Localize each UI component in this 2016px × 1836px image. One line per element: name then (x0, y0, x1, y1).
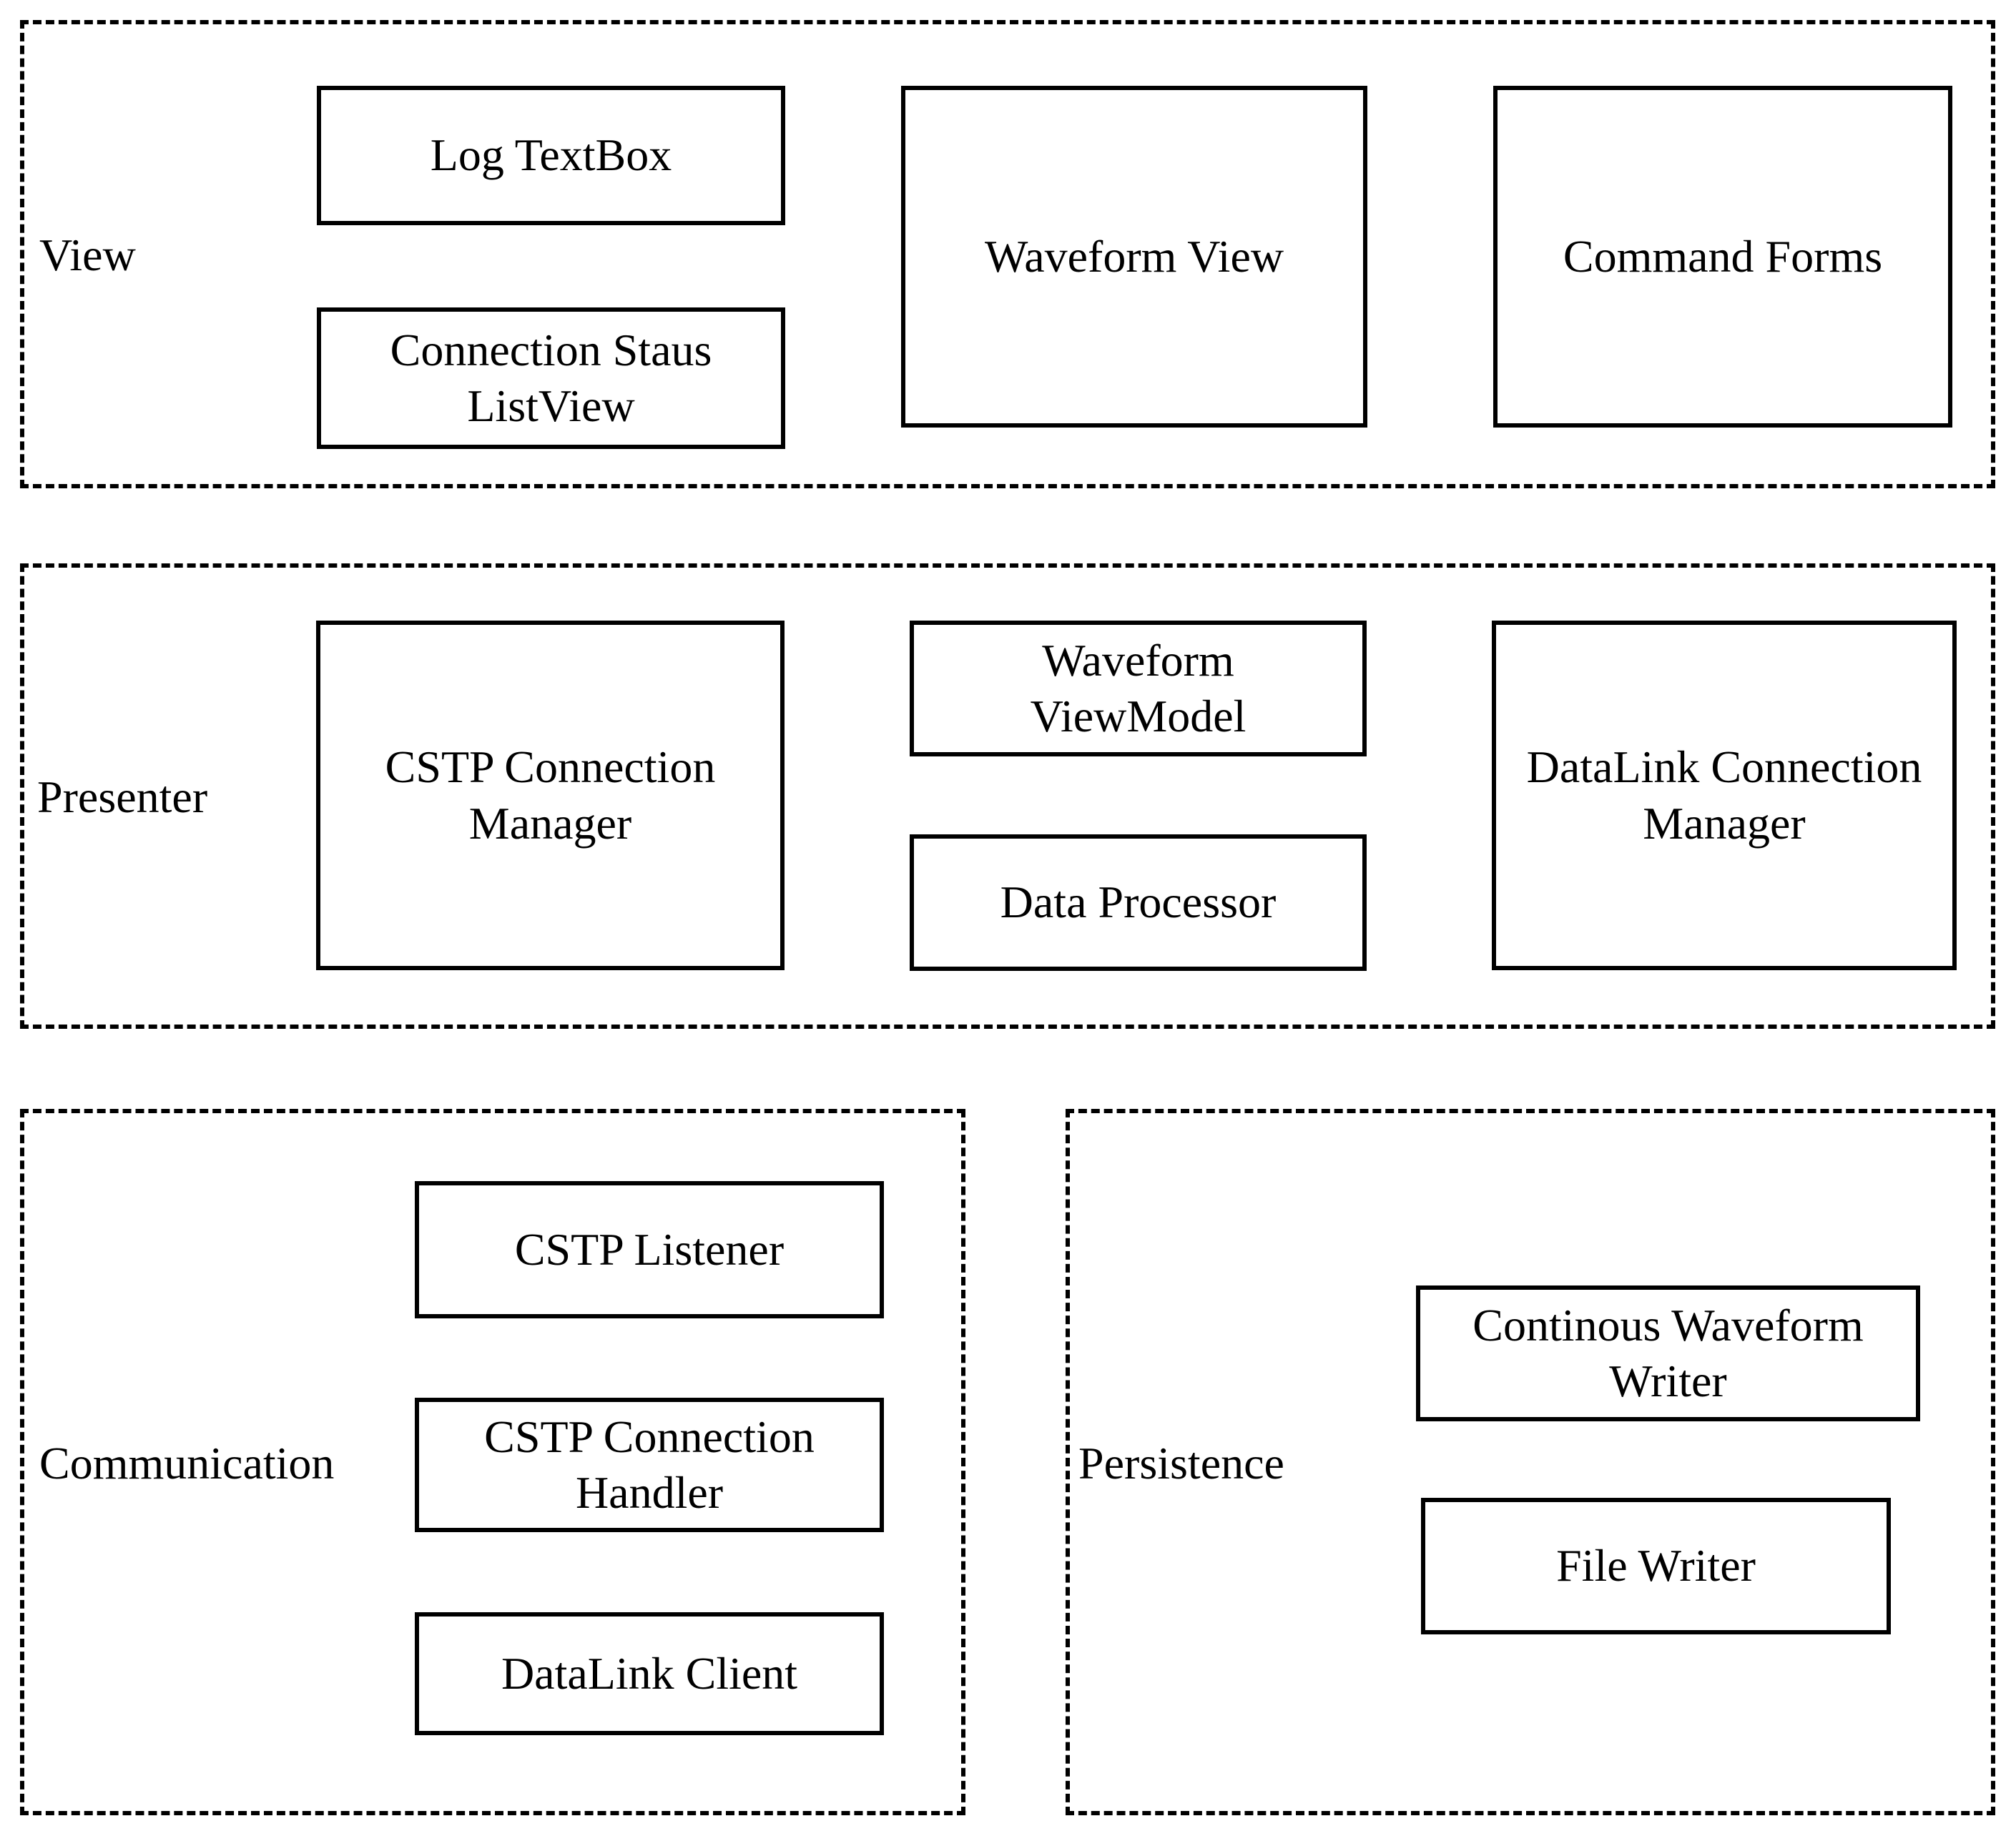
box-datalink-connection-manager: DataLink Connection Manager (1492, 621, 1957, 970)
box-continuous-waveform-writer: Continous Waveform Writer (1416, 1285, 1920, 1421)
box-file-writer: File Writer (1421, 1498, 1891, 1634)
box-datalink-client-label: DataLink Client (501, 1647, 798, 1699)
section-persistence (1066, 1109, 1995, 1815)
box-waveform-view-label: Waveform View (984, 230, 1284, 282)
box-datalink-connection-manager-label: DataLink Connection Manager (1526, 741, 1922, 849)
box-data-processor-label: Data Processor (1000, 877, 1277, 928)
box-command-forms: Command Forms (1493, 86, 1952, 428)
box-command-forms-label: Command Forms (1563, 230, 1883, 282)
section-persistence-label: Persistence (1078, 1438, 1284, 1489)
box-waveform-view: Waveform View (901, 86, 1367, 428)
section-view-label: View (39, 230, 136, 280)
section-view (20, 20, 1995, 488)
section-communication-label: Communication (39, 1438, 335, 1489)
box-connection-status-listview-label: Connection Staus ListView (390, 324, 712, 431)
box-cstp-listener: CSTP Listener (415, 1181, 884, 1318)
box-waveform-viewmodel: Waveform ViewModel (910, 621, 1367, 756)
box-connection-status-listview: Connection Staus ListView (317, 307, 785, 449)
box-cstp-connection-handler-label: CSTP Connection Handler (484, 1411, 815, 1518)
section-communication (20, 1109, 965, 1815)
box-cstp-connection-handler: CSTP Connection Handler (415, 1398, 884, 1532)
box-log-textbox: Log TextBox (317, 86, 785, 225)
box-cstp-connection-manager-label: CSTP Connection Manager (385, 741, 716, 849)
box-cstp-listener-label: CSTP Listener (514, 1223, 785, 1275)
box-data-processor: Data Processor (910, 834, 1367, 971)
section-presenter (20, 563, 1995, 1029)
box-datalink-client: DataLink Client (415, 1612, 884, 1735)
box-cstp-connection-manager: CSTP Connection Manager (316, 621, 785, 970)
box-waveform-viewmodel-label: Waveform ViewModel (1030, 634, 1247, 741)
box-file-writer-label: File Writer (1556, 1540, 1756, 1591)
box-continuous-waveform-writer-label: Continous Waveform Writer (1472, 1299, 1864, 1406)
section-presenter-label: Presenter (37, 771, 208, 822)
box-log-textbox-label: Log TextBox (430, 129, 672, 181)
